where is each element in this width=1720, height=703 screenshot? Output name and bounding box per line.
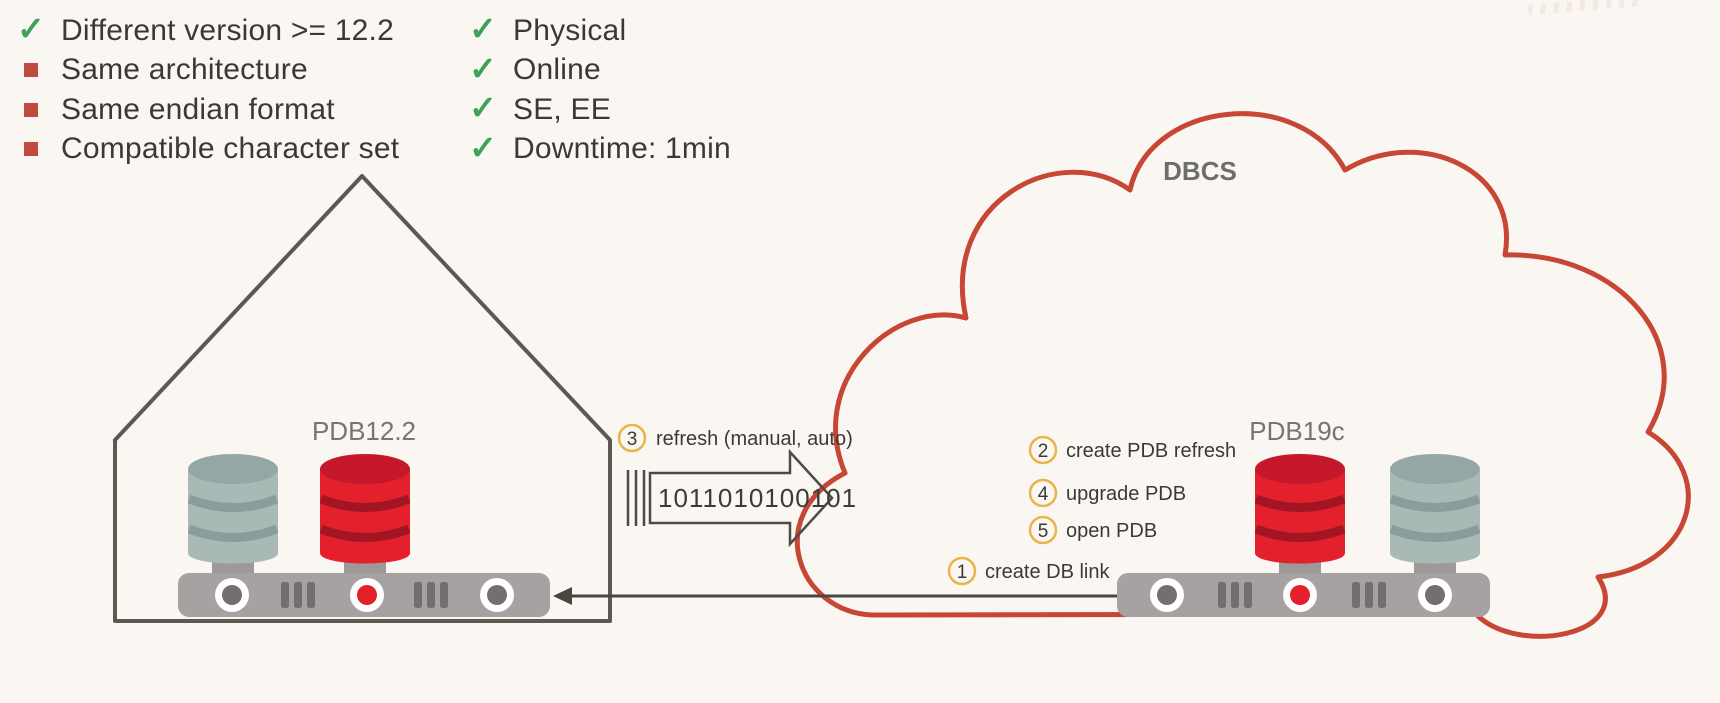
check-icon: ✓ bbox=[469, 89, 497, 127]
transfer-block-arrow: 1011010100101 bbox=[626, 448, 857, 548]
checklist-item-label: Same architecture bbox=[61, 53, 308, 87]
server-rack-right bbox=[1117, 573, 1490, 617]
cloud-title: DBCS bbox=[1163, 156, 1237, 186]
database-cylinder-grey bbox=[188, 454, 278, 573]
step-label: upgrade PDB bbox=[1066, 483, 1186, 505]
database-cylinder-red bbox=[320, 454, 410, 573]
signal-bars-icon bbox=[626, 470, 646, 526]
checklist-item: ✓ Online bbox=[468, 51, 731, 91]
bullet-square-icon bbox=[24, 142, 38, 157]
pdb19c-label: PDB19c bbox=[1249, 416, 1344, 446]
replication-arrow bbox=[553, 587, 1117, 605]
check-icon: ✓ bbox=[469, 128, 497, 166]
drive-slots bbox=[1218, 582, 1252, 608]
check-icon: ✓ bbox=[469, 10, 497, 48]
checklist-item-label: Physical bbox=[513, 13, 627, 47]
checklist-item-label: Compatible character set bbox=[61, 132, 400, 166]
checklist-item: ✓ Downtime: 1min bbox=[468, 130, 731, 170]
drive-slots bbox=[414, 582, 448, 608]
step-label: open PDB bbox=[1066, 520, 1157, 542]
bullet-square-icon bbox=[24, 102, 38, 117]
checklist-features: ✓ Physical ✓ Online ✓ SE, EE ✓ Downtime: 1min bbox=[468, 11, 731, 169]
step-1-badge: 1 create DB link bbox=[947, 556, 1110, 586]
block-arrow-outline bbox=[648, 448, 834, 548]
step-number: 2 bbox=[1038, 441, 1049, 462]
drive-slots bbox=[1352, 582, 1386, 608]
pdb122-label: PDB12.2 bbox=[312, 416, 416, 446]
checklist-item: Same endian format bbox=[16, 90, 399, 130]
checklist-item: ✓ SE, EE bbox=[468, 90, 731, 130]
drive-slots bbox=[281, 582, 315, 608]
step-3-badge: 3 refresh (manual, auto) bbox=[617, 423, 853, 453]
step-number: 1 bbox=[957, 562, 968, 583]
step-number: 3 bbox=[627, 429, 638, 450]
step-label: refresh (manual, auto) bbox=[656, 428, 853, 450]
database-cylinder-red bbox=[1255, 454, 1345, 573]
checklist-item: ✓ Physical bbox=[468, 11, 731, 51]
step-number: 4 bbox=[1038, 484, 1049, 505]
step-label: create PDB refresh bbox=[1066, 440, 1236, 462]
database-cylinder-grey bbox=[1390, 454, 1480, 573]
checklist-item-label: Online bbox=[513, 53, 601, 87]
check-icon: ✓ bbox=[17, 10, 45, 48]
server-rack-left bbox=[178, 573, 550, 617]
binary-stream-text: 1011010100101 bbox=[658, 483, 857, 513]
checklist-item-label: Same endian format bbox=[61, 92, 335, 126]
bullet-square-icon bbox=[24, 63, 38, 78]
check-icon: ✓ bbox=[469, 49, 497, 87]
checklist-item: Same architecture bbox=[16, 51, 399, 91]
checklist-item: ✓ Different version >= 12.2 bbox=[16, 11, 399, 51]
step-5-badge: 5 open PDB bbox=[1028, 515, 1157, 545]
step-4-badge: 4 upgrade PDB bbox=[1028, 478, 1186, 508]
cloud-outline bbox=[794, 111, 1691, 639]
step-number: 5 bbox=[1038, 521, 1049, 542]
checklist-item-label: Downtime: 1min bbox=[513, 132, 731, 166]
checklist-item: Compatible character set bbox=[16, 130, 399, 170]
onprem-house-outline bbox=[113, 174, 612, 623]
checklist-item-label: Different version >= 12.2 bbox=[61, 13, 394, 47]
step-label: create DB link bbox=[985, 561, 1110, 583]
checklist-item-label: SE, EE bbox=[513, 92, 611, 126]
step-2-badge: 2 create PDB refresh bbox=[1028, 435, 1236, 465]
